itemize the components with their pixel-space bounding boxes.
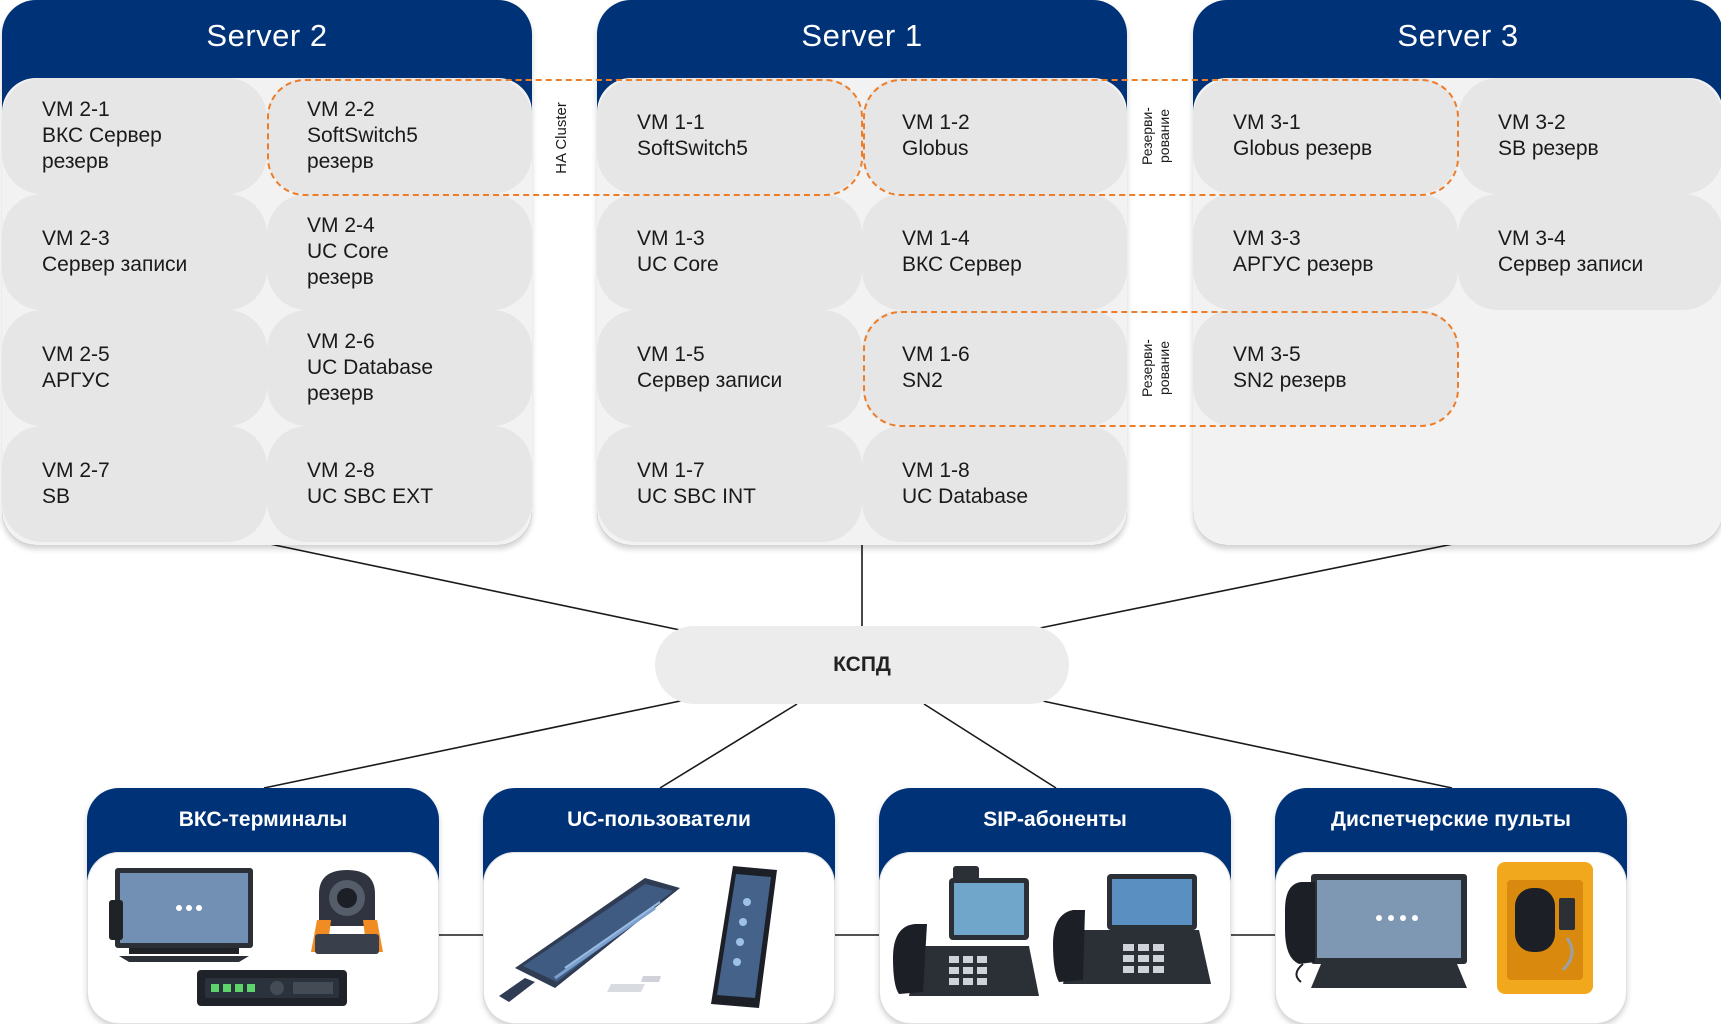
link-server3-kspd bbox=[1039, 542, 1459, 629]
endpoint-title: SIP-абоненты bbox=[983, 808, 1127, 831]
smartphone-icon bbox=[711, 866, 777, 1008]
ptz-camera-icon bbox=[311, 870, 383, 954]
link-kspd-uc bbox=[659, 703, 798, 789]
link-kspd-vks bbox=[263, 699, 686, 789]
network-label: КСПД bbox=[833, 653, 891, 676]
network-core-kspd: КСПД bbox=[655, 626, 1069, 704]
endpoint-uc-users: UC-пользователи bbox=[483, 788, 835, 1024]
endpoint-title: ВКС-терминалы bbox=[178, 808, 348, 831]
endpoint-dispatch-consoles: Диспетчерские пульты bbox=[1275, 788, 1627, 1024]
endpoint-title: UC-пользователи bbox=[567, 808, 751, 831]
server-title: Server 3 bbox=[1397, 18, 1519, 53]
ha-cluster-label: HA Cluster bbox=[553, 102, 570, 174]
endpoint-devices bbox=[879, 852, 1231, 1024]
industrial-phone-icon bbox=[1497, 862, 1593, 994]
link-kspd-sip bbox=[923, 703, 1057, 789]
redundancy-group-globus bbox=[863, 79, 1459, 196]
codec-box-icon bbox=[197, 970, 347, 1006]
dispatcher-console-icon bbox=[1285, 874, 1467, 988]
server-title: Server 2 bbox=[206, 18, 328, 53]
endpoint-vks-terminals: ВКС-терминалы bbox=[87, 788, 439, 1024]
desktop-client-icon bbox=[499, 878, 680, 1002]
ha-cluster-group bbox=[267, 79, 863, 196]
endpoint-sip-subscribers: SIP-абоненты bbox=[879, 788, 1231, 1024]
ip-phone-icon bbox=[1053, 874, 1211, 984]
endpoint-title: Диспетчерские пульты bbox=[1331, 808, 1571, 831]
redundancy-group-sn2 bbox=[863, 311, 1459, 427]
redundancy-label: Резерви-рование bbox=[1139, 339, 1172, 397]
redundancy-label: Резерви-рование bbox=[1139, 107, 1172, 165]
link-server2-kspd bbox=[264, 542, 681, 631]
endpoint-devices bbox=[483, 852, 835, 1024]
link-kspd-dispatch bbox=[1037, 699, 1453, 789]
server-title: Server 1 bbox=[801, 18, 923, 53]
endpoint-devices bbox=[87, 852, 439, 1024]
endpoint-devices bbox=[1275, 852, 1627, 1024]
video-terminal-icon bbox=[109, 868, 253, 962]
video-ip-phone-icon bbox=[893, 866, 1039, 996]
